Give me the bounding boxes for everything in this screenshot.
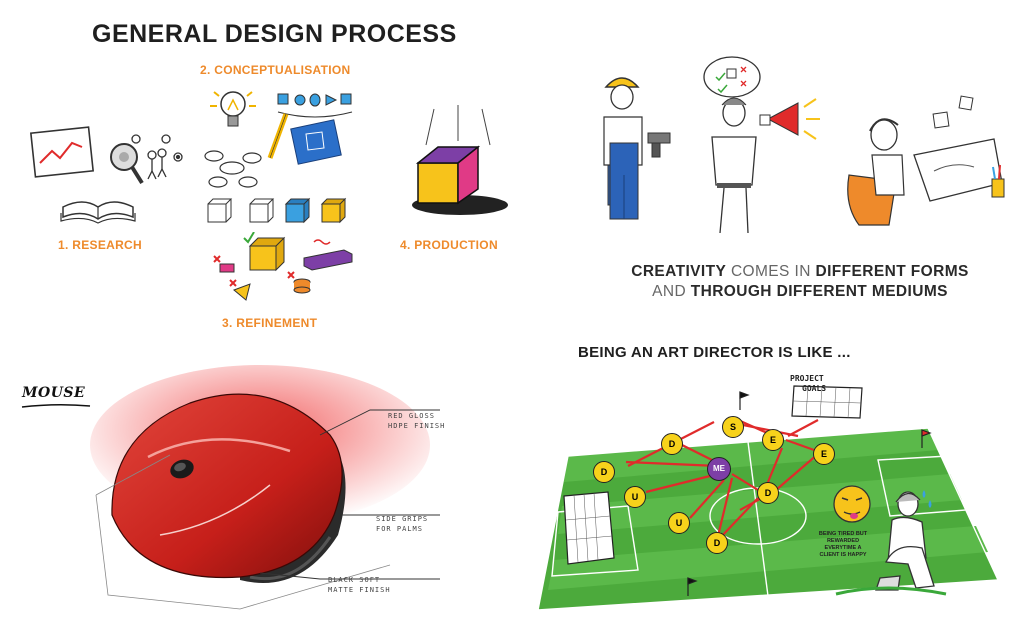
pencil-icon [267, 113, 289, 159]
note-gloss-line2: HDPE FINISH [388, 422, 446, 430]
player-token: D [661, 433, 683, 455]
pink-shape-icon [219, 263, 235, 273]
creativity-caption: CREATIVITY COMES IN DIFFERENT FORMS AND … [600, 262, 1000, 302]
purple-bar-icon [303, 249, 353, 271]
conceptualisation-illustration [204, 91, 353, 224]
scroll-wheel-icon [170, 459, 194, 479]
orange-cylinder-icon [293, 278, 311, 294]
mouse-note-grips: SIDE GRIPS FOR PALMS [376, 514, 428, 534]
mouse-body-icon [111, 393, 343, 579]
creatives-illustration [603, 56, 1005, 234]
shape-sequence-icon [277, 93, 353, 118]
soccer-pitch-illustration [537, 385, 1000, 611]
thought-bubble-icon [703, 56, 761, 98]
tired-caption-line3: EVERYTIME A [824, 545, 862, 551]
note-grips-line2: FOR PALMS [376, 525, 423, 533]
player-token: D [757, 482, 779, 504]
creativity-different-forms: DIFFERENT FORMS [815, 263, 969, 280]
sweat-drop-icons [922, 490, 932, 508]
drill-icon [647, 132, 671, 158]
cross-mark-icons [213, 255, 295, 287]
mouse-sketch-label: MOUSE [22, 385, 86, 401]
chart-board-icon [29, 126, 95, 178]
creativity-comes-in: COMES IN [726, 263, 816, 280]
note-gloss-line1: RED GLOSS [388, 412, 435, 420]
people-icon [131, 134, 183, 180]
tired-caption: BEING TIRED BUT REWARDED EVERYTIME A CLI… [808, 531, 878, 559]
research-illustration [29, 126, 183, 224]
yellow-box-icon [248, 236, 286, 272]
tired-character-illustration [833, 485, 947, 596]
blueprint-icon [290, 119, 342, 165]
step-research: 1. RESEARCH [58, 238, 142, 252]
art-director-title: BEING AN ART DIRECTOR IS LIKE ... [578, 344, 851, 361]
yellow-triangle-icon [233, 283, 251, 301]
speaker-figure [703, 56, 820, 234]
open-book-icon [60, 201, 136, 224]
pencil-cup-icon [991, 164, 1005, 198]
creativity-different-mediums: THROUGH DIFFERENT MEDIUMS [690, 283, 948, 300]
mindmap-icon [204, 150, 262, 188]
designer-figure [847, 95, 1005, 226]
corner-flag-icons [687, 391, 932, 596]
player-token: E [762, 429, 784, 451]
callout-lines [259, 409, 440, 580]
megaphone-icon [759, 98, 820, 140]
step-production: 4. PRODUCTION [400, 238, 498, 252]
mouse-sketch-illustration [90, 365, 440, 610]
sitting-person-icon [875, 491, 935, 591]
design-process-title: GENERAL DESIGN PROCESS [92, 20, 457, 48]
player-token: D [706, 532, 728, 554]
left-goal-icon [563, 491, 615, 565]
construction-worker-figure [603, 77, 671, 220]
check-mark-icon [243, 232, 255, 244]
player-token: U [624, 486, 646, 508]
player-token: U [668, 512, 690, 534]
note-matte-line1: BLACK SOFT [328, 576, 381, 584]
refinement-illustration [213, 232, 353, 301]
tired-caption-line1: BEING TIRED BUT [818, 531, 868, 537]
magnifier-icon [110, 143, 144, 185]
step-refinement: 3. REFINEMENT [222, 316, 318, 330]
colored-cube-icon [415, 145, 481, 205]
mouse-grip-icon [240, 457, 346, 583]
mouse-note-gloss: RED GLOSS HDPE FINISH [388, 411, 445, 431]
tired-caption-line2: REWARDED [826, 538, 860, 544]
production-illustration [412, 105, 508, 215]
right-goal-icon [791, 385, 863, 419]
lightbulb-icon [210, 91, 256, 127]
player-token: E [813, 443, 835, 465]
note-matte-line2: MATTE FINISH [328, 586, 391, 594]
note-grips-line1: SIDE GRIPS [376, 515, 429, 523]
mouse-underline [21, 403, 91, 408]
sticky-notes-icon [932, 95, 974, 129]
player-token: S [722, 416, 744, 438]
me-token: ME [707, 457, 731, 481]
creativity-and: AND [652, 283, 691, 300]
mouse-note-matte: BLACK SOFT MATTE FINISH [328, 575, 391, 595]
player-token: D [593, 461, 615, 483]
cube-row-icon [207, 197, 347, 224]
tired-caption-line4: CLIENT IS HAPPY [819, 552, 867, 558]
creativity-word: CREATIVITY [631, 263, 727, 280]
tongue-out-emoji-icon [833, 485, 871, 523]
step-conceptualisation: 2. CONCEPTUALISATION [200, 63, 351, 77]
